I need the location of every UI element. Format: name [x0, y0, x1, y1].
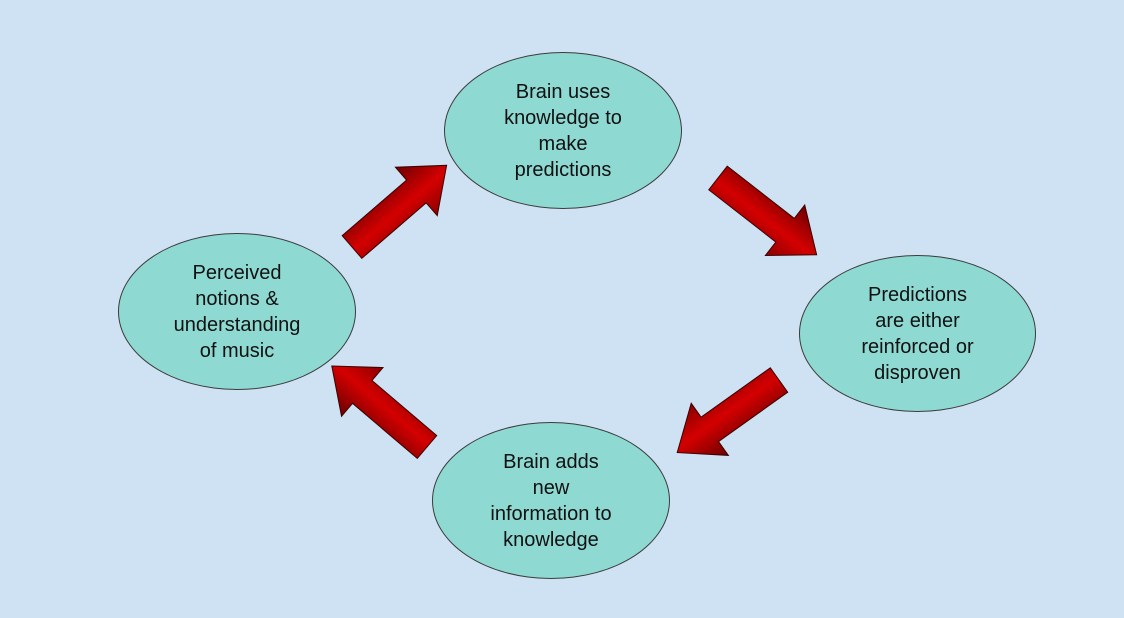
node-label: Predictions are either reinforced or dis… — [861, 283, 974, 384]
node-predictions: Predictions are either reinforced or dis… — [799, 255, 1036, 412]
node-label: Brain adds new information to knowledge — [490, 450, 612, 551]
arrow-right-to-bottom-icon — [676, 367, 789, 456]
arrow-left-to-top-icon — [341, 164, 448, 260]
node-label: Brain uses knowledge to make predictions — [504, 80, 622, 181]
node-brain-uses-knowledge: Brain uses knowledge to make predictions — [444, 52, 682, 209]
node-label: Perceived notions & understanding of mus… — [173, 261, 301, 362]
node-brain-adds-information: Brain adds new information to knowledge — [432, 422, 670, 579]
arrow-top-to-right-icon — [708, 165, 818, 256]
node-perceived-notions: Perceived notions & understanding of mus… — [118, 233, 356, 390]
arrow-bottom-to-left-icon — [331, 365, 438, 460]
